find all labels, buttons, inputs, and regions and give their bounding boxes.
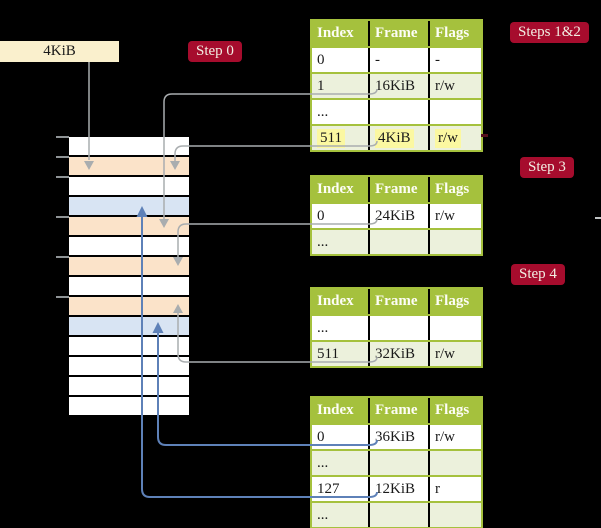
cell-frame: 12KiB [368, 477, 428, 501]
cell-index: 1 [317, 77, 325, 94]
memory-frame-white [69, 237, 189, 255]
memory-frame-blue [69, 197, 189, 215]
cell-index: 511 [317, 345, 339, 362]
header-cell-flags: Flags [428, 289, 481, 314]
table-row: ... [312, 501, 481, 527]
header-cell-frame: Frame [368, 21, 428, 46]
clipped-line-fragment [481, 134, 488, 137]
memory-frame-peach [69, 257, 189, 275]
cell-flags: r/w [428, 342, 481, 366]
cell-flags [428, 503, 481, 527]
cell-index: 0 [317, 51, 325, 68]
cell-index: ... [317, 233, 329, 250]
cell-frame [368, 503, 428, 527]
cell-flags [428, 451, 481, 475]
memory-tick [56, 296, 69, 298]
memory-frame-white [69, 177, 189, 195]
table-row: 0 36KiB r/w [312, 423, 481, 449]
cell-frame: 24KiB [368, 204, 428, 228]
badge-step-3: Step 3 [520, 157, 574, 178]
header-cell-flags: Flags [428, 21, 481, 46]
table-header-row: Index Frame Flags [312, 21, 481, 46]
table-row: 511 32KiB r/w [312, 340, 481, 366]
cell-frame [368, 316, 428, 340]
memory-frame-white [69, 337, 189, 355]
page-table-2: Index Frame Flags 0 24KiB r/w ... [310, 175, 483, 256]
header-cell-frame: Frame [368, 177, 428, 202]
memory-frame-peach [69, 297, 189, 315]
header-cell-index: Index [317, 25, 354, 41]
table-row: ... [312, 314, 481, 340]
table-row: ... [312, 228, 481, 254]
cell-flags [428, 316, 481, 340]
table-row: ... [312, 449, 481, 475]
cell-flags: r [428, 477, 481, 501]
cell-frame [368, 230, 428, 254]
clipped-line-fragment [595, 217, 601, 219]
cell-flags: r/w [428, 74, 481, 98]
table-header-row: Index Frame Flags [312, 177, 481, 202]
table-header-row: Index Frame Flags [312, 289, 481, 314]
cell-index: ... [317, 506, 329, 523]
cell-index: 0 [317, 428, 325, 445]
frame-size-label: 4KiB [0, 41, 119, 62]
memory-tick [56, 156, 69, 158]
memory-frame-white [69, 277, 189, 295]
cell-index: ... [317, 454, 329, 471]
header-cell-frame: Frame [368, 398, 428, 423]
header-cell-frame: Frame [368, 289, 428, 314]
cell-flags [428, 100, 481, 124]
cell-index: ... [317, 103, 329, 120]
cell-frame: 16KiB [368, 74, 428, 98]
cell-frame [368, 451, 428, 475]
badge-step-0: Step 0 [188, 41, 242, 62]
cell-index: 0 [317, 207, 325, 224]
cell-flags: r/w [428, 126, 481, 150]
memory-frame-white [69, 397, 189, 415]
cell-flags: r/w [428, 204, 481, 228]
header-cell-index: Index [317, 402, 354, 418]
header-cell-index: Index [317, 293, 354, 309]
cell-frame [368, 100, 428, 124]
page-table-3: Index Frame Flags ... 511 32KiB r/w [310, 287, 483, 368]
memory-tick [56, 176, 69, 178]
page-table-1: Index Frame Flags 0 - - 1 16KiB r/w ... … [310, 19, 483, 152]
memory-frame-peach [69, 217, 189, 235]
table-row-highlighted: 511 4KiB r/w [312, 124, 481, 150]
cell-flags: - [428, 48, 481, 72]
memory-frame-white [69, 377, 189, 395]
cell-index: ... [317, 319, 329, 336]
table-row: 0 24KiB r/w [312, 202, 481, 228]
page-table-4: Index Frame Flags 0 36KiB r/w ... 127 12… [310, 396, 483, 528]
cell-index: 127 [317, 480, 340, 497]
header-cell-flags: Flags [428, 177, 481, 202]
memory-tick [56, 256, 69, 258]
memory-frame-peach [69, 157, 189, 175]
cell-frame: 36KiB [368, 425, 428, 449]
badge-step-4: Step 4 [511, 264, 565, 285]
cell-frame: - [368, 48, 428, 72]
table-row: 1 16KiB r/w [312, 72, 481, 98]
badge-steps-1-2: Steps 1&2 [510, 22, 589, 43]
memory-frame-white [69, 357, 189, 375]
cell-flags [428, 230, 481, 254]
table-row: 0 - - [312, 46, 481, 72]
table-header-row: Index Frame Flags [312, 398, 481, 423]
memory-frame-white [69, 137, 189, 155]
header-cell-flags: Flags [428, 398, 481, 423]
cell-flags: r/w [428, 425, 481, 449]
table-row: 127 12KiB r [312, 475, 481, 501]
header-cell-index: Index [317, 181, 354, 197]
cell-frame: 4KiB [368, 126, 428, 150]
table-row: ... [312, 98, 481, 124]
memory-frame-blue [69, 317, 189, 335]
cell-frame: 32KiB [368, 342, 428, 366]
memory-stack [69, 137, 189, 417]
memory-tick [56, 216, 69, 218]
memory-tick [56, 136, 69, 138]
cell-index: 511 [312, 126, 368, 150]
